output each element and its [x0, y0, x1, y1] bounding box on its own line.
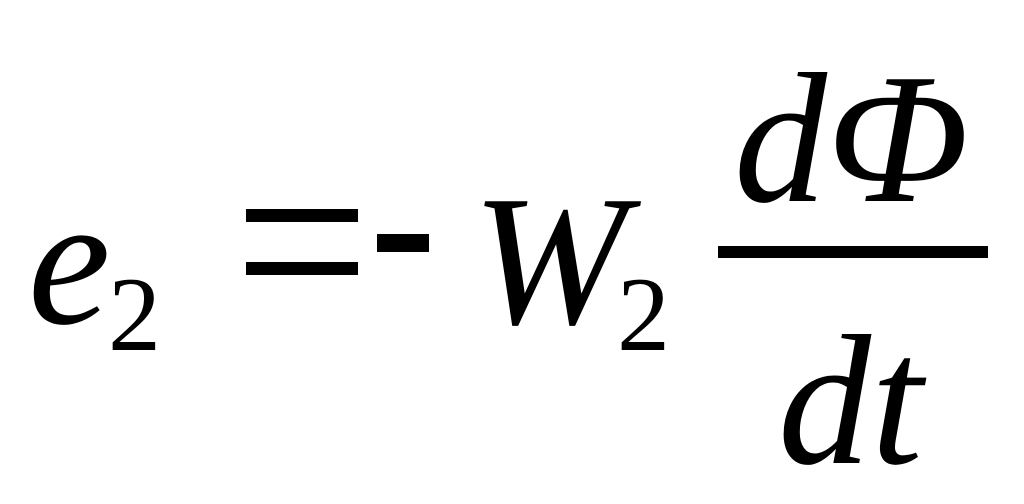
emf-symbol: e: [28, 158, 111, 364]
turns-symbol: W: [472, 158, 627, 364]
minus-sign: [377, 234, 429, 252]
equals-sign-top-bar: [246, 209, 358, 222]
equals-sign-bottom-bar: [246, 262, 358, 275]
fraction-denominator: dt: [778, 298, 923, 504]
fraction-line: [718, 246, 988, 258]
induced-emf-formula: e 2 W 2 dΦ dt: [28, 36, 988, 494]
fraction-numerator: dΦ: [734, 36, 969, 242]
emf-subscript: 2: [108, 256, 161, 373]
turns-subscript: 2: [617, 256, 670, 373]
